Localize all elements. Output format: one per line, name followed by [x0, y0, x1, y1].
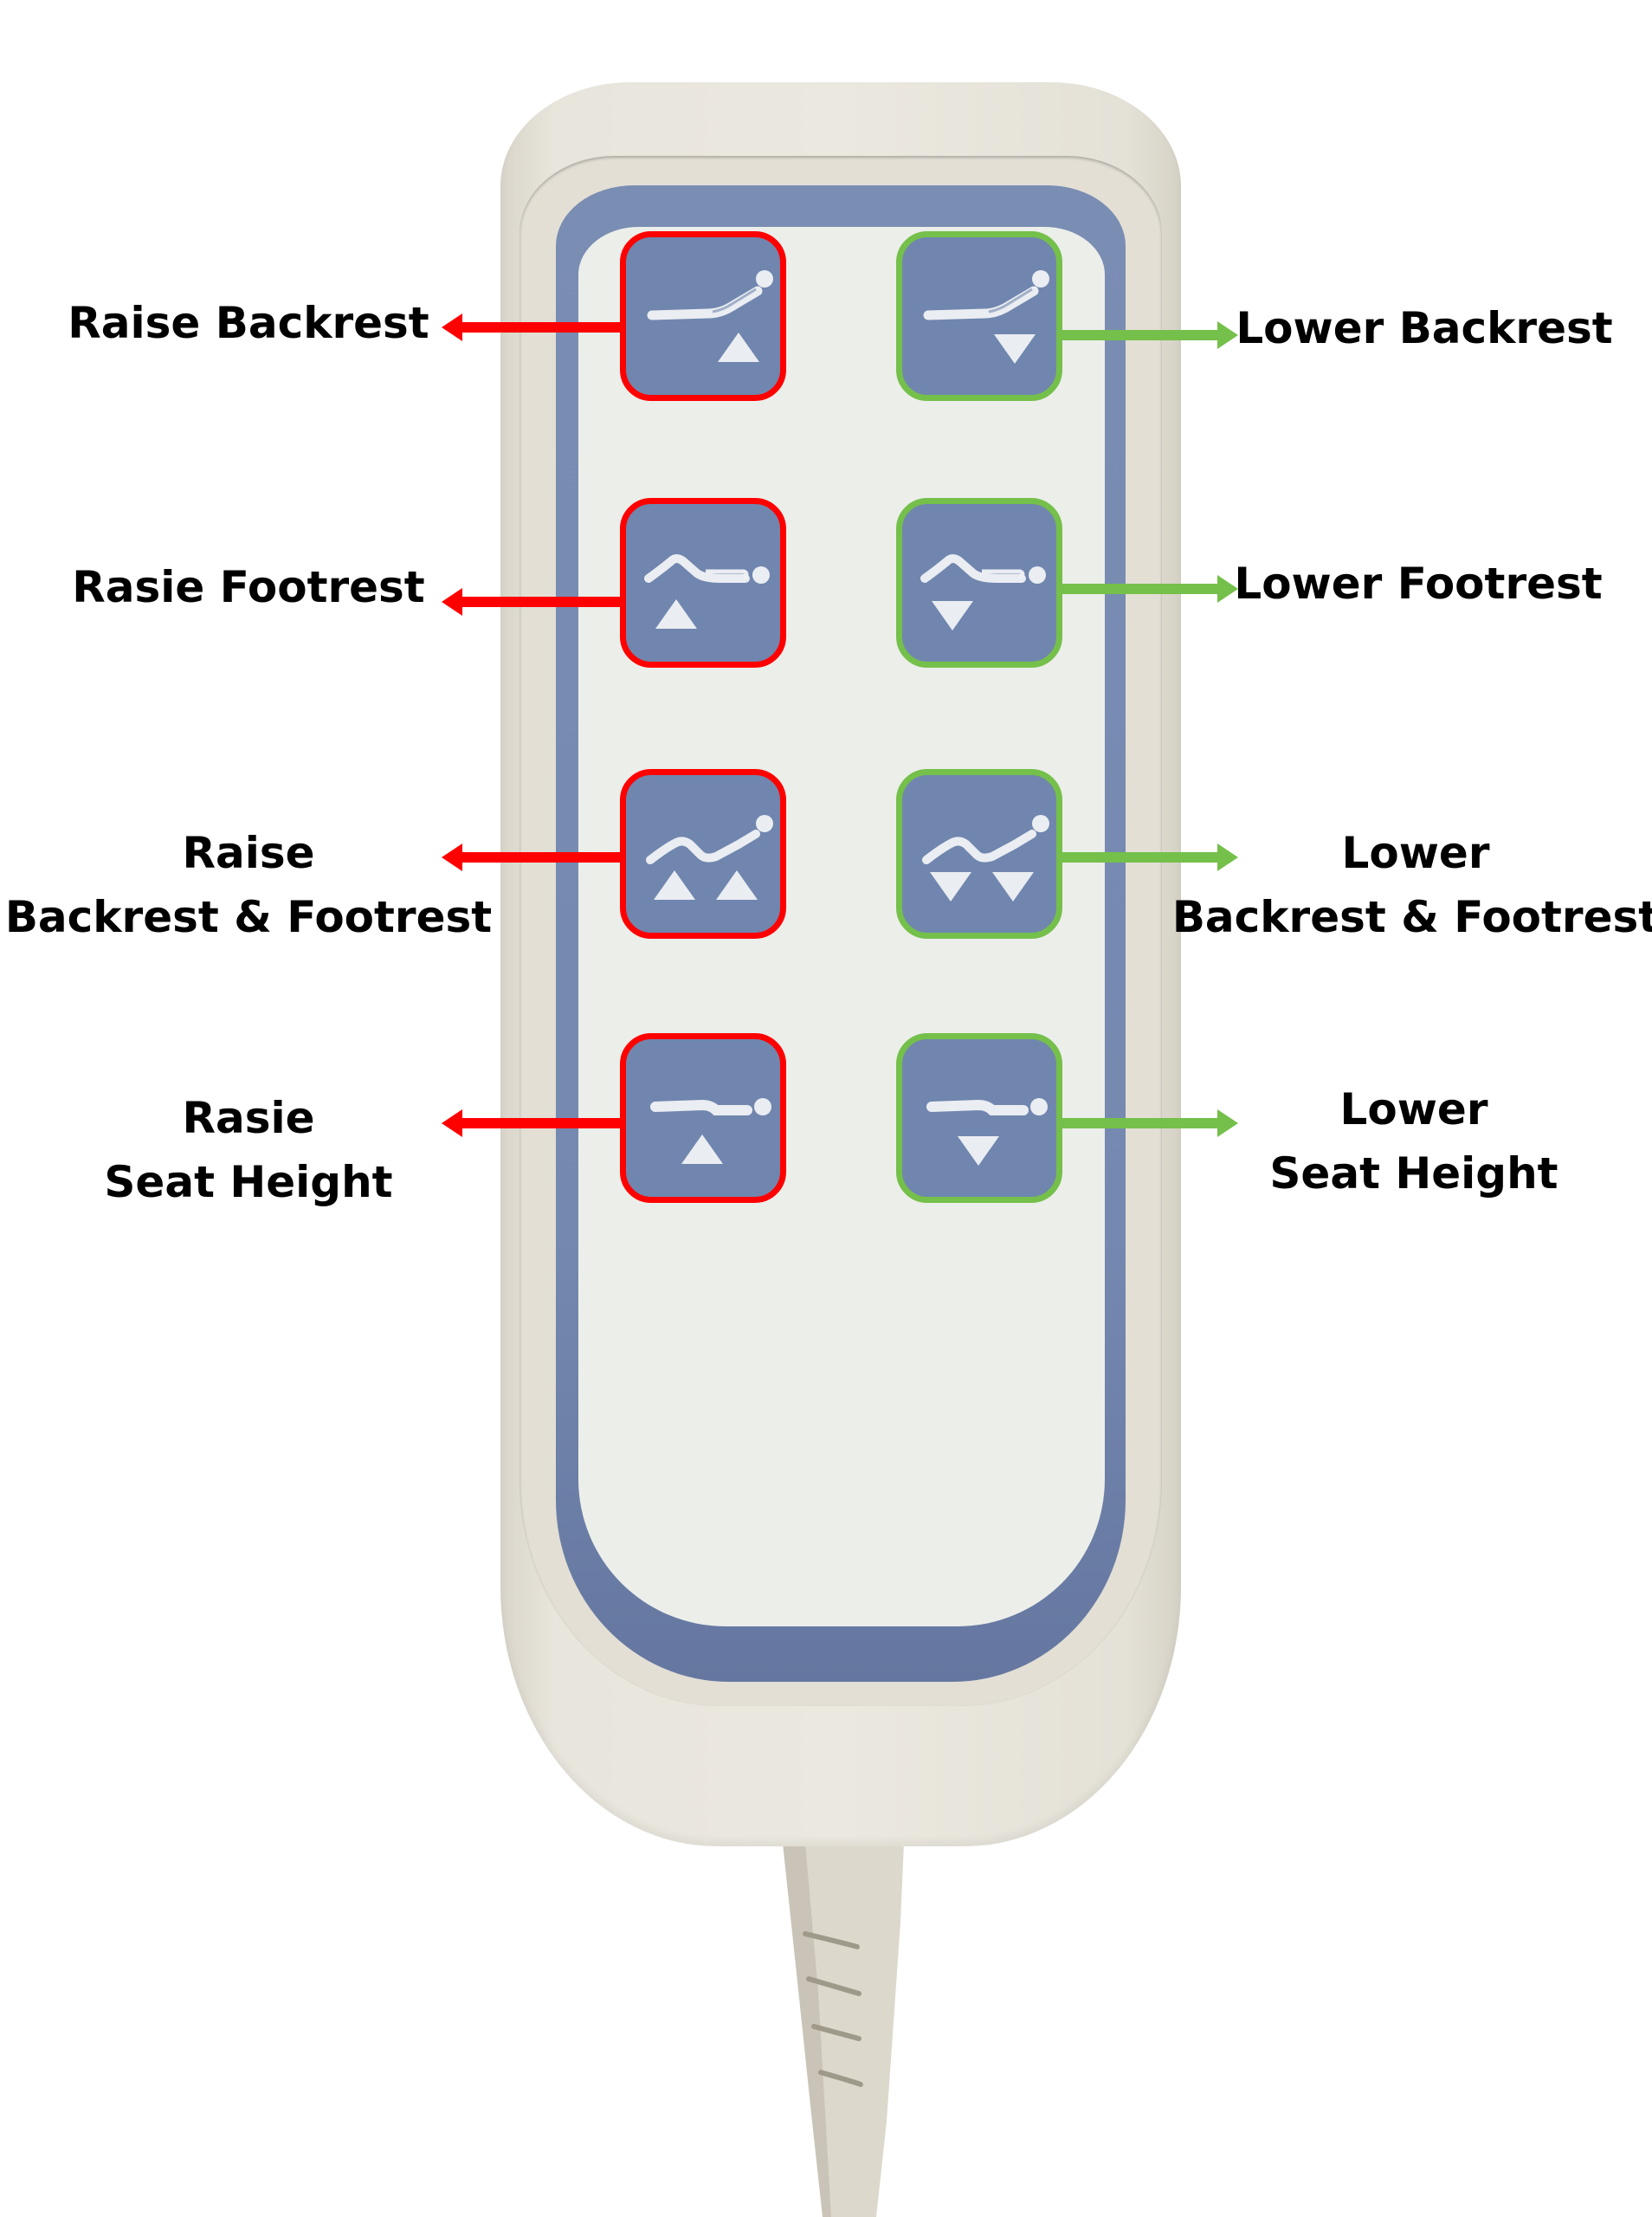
lower-backrest-label: Lower Backrest: [1165, 296, 1652, 360]
flat-seat-icon-figure: [926, 1098, 1048, 1115]
lower-backrest-footrest-button[interactable]: [896, 769, 1062, 939]
arrow-left-icon: [442, 843, 462, 871]
raise-backrest-label: Raise Backrest: [0, 291, 508, 355]
raise-backrest-button[interactable]: [620, 231, 786, 401]
lower-footrest-button[interactable]: [896, 498, 1062, 668]
arrow-right-icon: [1217, 843, 1238, 871]
arrow-right-icon: [1217, 575, 1238, 603]
lower-backrest-button[interactable]: [896, 231, 1062, 401]
label-line: Lower Backrest: [1236, 303, 1613, 353]
label-line: Seat Height: [1269, 1148, 1558, 1199]
label-line: Raise Backrest: [68, 298, 429, 348]
triangle-up-icon: [681, 1134, 723, 1164]
flat-seat-icon: [650, 1098, 771, 1164]
label-line: Rasie Footrest: [72, 562, 425, 612]
backrest-footrest-icon: [922, 815, 1049, 902]
arrow-left-icon: [442, 588, 462, 616]
recline-backrest-icon: [923, 270, 1049, 364]
raise-backrest-arrow: [442, 313, 620, 341]
lower-seat-height-arrow: [1062, 1109, 1238, 1137]
label-line: Lower: [1339, 1084, 1488, 1134]
lower-footrest-label: Lower Footrest: [1158, 552, 1652, 616]
label-line: Backrest & Footrest: [1171, 892, 1652, 942]
arrow-right-icon: [1217, 1109, 1238, 1137]
arrow-left-icon: [442, 313, 462, 341]
raise-backrest-footrest-button[interactable]: [620, 769, 786, 939]
label-line: Lower: [1341, 828, 1490, 878]
recline-backrest-icon-figure: [647, 270, 773, 320]
raise-footrest-button[interactable]: [620, 498, 786, 668]
label-line: Rasie: [182, 1093, 315, 1143]
flat-seat-icon-figure: [650, 1098, 771, 1115]
lower-backrest-arrow: [1062, 321, 1238, 349]
arrow-left-icon: [442, 1109, 462, 1137]
triangle-down-icon: [994, 334, 1036, 364]
label-line: Seat Height: [104, 1157, 393, 1207]
backrest-footrest-icon-figure: [922, 815, 1049, 864]
raise-footrest-label: Rasie Footrest: [0, 555, 508, 619]
raise-seat-height-button[interactable]: [620, 1033, 786, 1203]
backrest-footrest-icon: [646, 815, 773, 900]
footrest-icon: [644, 554, 770, 629]
triangle-up-icon: [655, 599, 697, 629]
triangle-down-icon: [930, 872, 1034, 902]
lower-footrest-arrow: [1062, 575, 1238, 603]
arrow-right-icon: [1217, 321, 1238, 349]
recline-backrest-icon-figure: [923, 270, 1049, 320]
lower-seat-height-button[interactable]: [896, 1033, 1062, 1203]
footrest-icon: [920, 554, 1046, 630]
triangle-down-icon: [958, 1136, 999, 1166]
triangle-down-icon: [932, 601, 973, 630]
backrest-footrest-icon-figure: [646, 815, 773, 864]
label-line: Lower Footrest: [1234, 559, 1603, 609]
footrest-icon-figure: [920, 554, 1046, 584]
raise-seat-height-arrow: [442, 1109, 620, 1137]
recline-backrest-icon: [647, 270, 773, 362]
flat-seat-icon: [926, 1098, 1048, 1166]
lower-backrest-footrest-arrow: [1062, 843, 1238, 871]
triangle-up-icon: [654, 870, 758, 900]
triangle-up-icon: [718, 333, 759, 362]
footrest-icon-figure: [644, 554, 770, 584]
raise-backrest-footrest-arrow: [442, 843, 620, 871]
raise-footrest-arrow: [442, 588, 620, 616]
label-line: Backrest & Footrest: [4, 892, 493, 942]
label-line: Raise: [182, 828, 315, 878]
